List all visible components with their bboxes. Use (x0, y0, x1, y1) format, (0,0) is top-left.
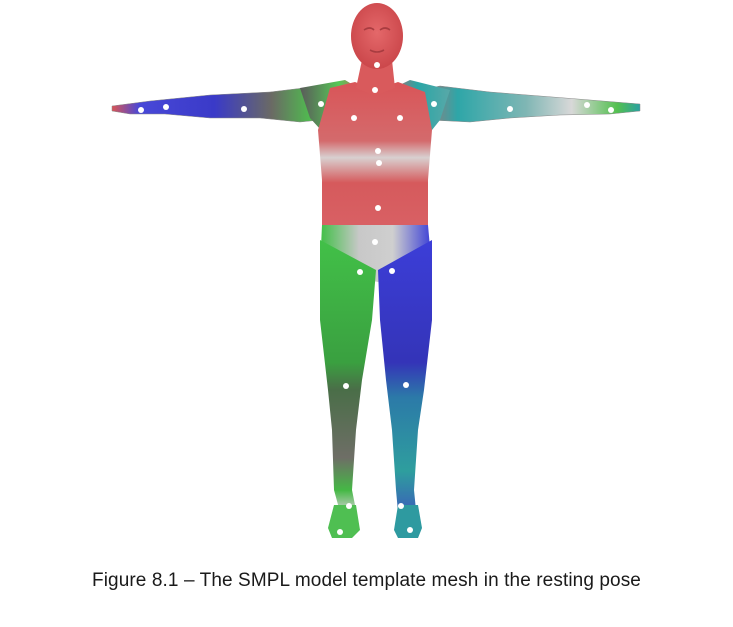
neck (356, 60, 395, 96)
right-foot (394, 505, 422, 538)
smpl-template-mesh-figure (111, 3, 641, 538)
joint-right-hip (389, 268, 395, 274)
joint-spine1 (375, 205, 381, 211)
face-shading (363, 27, 391, 53)
joint-left-ankle (346, 503, 352, 509)
joint-pelvis (372, 239, 378, 245)
joint-spine3 (375, 148, 381, 154)
joint-left-wrist (163, 104, 169, 110)
joint-neck (372, 87, 378, 93)
joint-right-elbow (507, 106, 513, 112)
joint-left-foot (337, 529, 343, 535)
figure-caption: Figure 8.1 – The SMPL model template mes… (92, 570, 641, 591)
joint-left-knee (343, 383, 349, 389)
torso (318, 82, 432, 250)
joint-left-elbow (241, 106, 247, 112)
joint-spine2 (376, 160, 382, 166)
joint-head (374, 62, 380, 68)
joint-right-collar (397, 115, 403, 121)
left-leg (320, 240, 376, 512)
right-leg (378, 240, 432, 512)
joint-left-collar (351, 115, 357, 121)
joint-left-hand (138, 107, 144, 113)
joint-right-hand (608, 107, 614, 113)
left-foot (328, 505, 360, 538)
joint-right-foot (407, 527, 413, 533)
joint-markers (138, 62, 614, 535)
joint-right-shoulder (431, 101, 437, 107)
head (351, 3, 403, 69)
joint-left-hip (357, 269, 363, 275)
joint-right-ankle (398, 503, 404, 509)
joint-right-knee (403, 382, 409, 388)
joint-left-shoulder (318, 101, 324, 107)
joint-right-wrist (584, 102, 590, 108)
